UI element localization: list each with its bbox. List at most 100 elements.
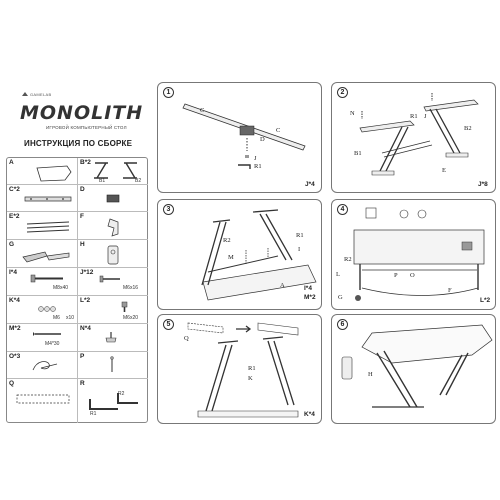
part-label: N*4 — [80, 325, 91, 332]
step-3-diagram — [201, 209, 317, 301]
part-label: M*2 — [9, 325, 21, 332]
part-m: M*2 M4*30 — [7, 324, 78, 352]
label-c-left: C — [200, 107, 205, 114]
label-k: K — [248, 375, 253, 382]
part-n: N*4 — [78, 324, 148, 352]
step-6-diagram — [341, 324, 493, 408]
part-p: P — [78, 352, 148, 379]
wood-screw-icon — [33, 332, 61, 336]
part-q: Q — [7, 379, 78, 423]
label-h: H — [368, 371, 373, 378]
step-4: 4 R2 L P O F G L*2 — [331, 199, 496, 310]
label-n: N — [350, 110, 355, 117]
step-6: 6 H — [331, 314, 496, 424]
part-c: C*2 — [7, 185, 78, 212]
hook-icon — [22, 251, 70, 263]
label-b1: B1 — [354, 150, 362, 157]
part-a: A — [7, 158, 78, 185]
part-l: L*2 M6x20 — [78, 296, 148, 324]
desktop-panel-icon — [36, 165, 72, 182]
tagline: ИГРОВОЙ КОМПЬЮТЕРНЫЙ СТОЛ — [46, 125, 127, 130]
bracket-icon — [106, 194, 120, 203]
label-d: D — [260, 136, 265, 143]
part-label: Q — [9, 380, 15, 387]
part-label: G — [9, 241, 15, 248]
step-3: 3 R2 M R1 I A I*4 M*2 — [157, 199, 322, 310]
cable-clip-icon — [107, 218, 119, 237]
part-j: J*12 M6x16 — [78, 268, 148, 296]
gamelab-logo-icon — [22, 92, 28, 96]
part-label: H — [80, 241, 85, 248]
label-r1: R1 — [254, 163, 262, 170]
step-5: 5 Q R1 K K*4 — [157, 314, 322, 424]
label-o: O — [410, 272, 415, 279]
label-a: A — [280, 282, 285, 289]
step-quantity: L*2 — [480, 297, 491, 304]
part-label: R — [80, 380, 85, 387]
rod-icon — [26, 221, 70, 233]
step-quantity: K*4 — [304, 411, 315, 418]
part-size: M6x16 — [123, 285, 139, 291]
part-label: F — [80, 213, 84, 220]
label-f: F — [448, 287, 452, 294]
document-title: ИНСТРУКЦИЯ ПО СБОРКЕ — [24, 139, 133, 148]
part-g: G — [7, 240, 78, 268]
step-quantity: J*4 — [305, 181, 315, 188]
part-k: K*4 M6 x10 — [7, 296, 78, 324]
washer-icon — [38, 306, 56, 312]
part-f: F — [78, 212, 148, 240]
crossbar-icon — [24, 196, 72, 202]
product-logo: MONOLITH — [20, 102, 144, 124]
cable-tray-icon — [16, 394, 70, 404]
part-label: P — [80, 353, 85, 360]
step-1-diagram — [182, 103, 306, 169]
header: GAMELAB MONOLITH ИГРОВОЙ КОМПЬЮТЕРНЫЙ СТ… — [6, 88, 154, 152]
part-e: E*2 — [7, 212, 78, 240]
part-size: M4*30 — [45, 341, 60, 347]
part-o: O*3 — [7, 352, 78, 379]
parts-list: A B*2 B1 B2 C*2 D E*2 F G H I*4 M8x40 J*… — [6, 157, 148, 423]
label-j: J — [254, 155, 257, 162]
part-label: A — [9, 159, 14, 166]
label-c-right: C — [276, 127, 281, 134]
hex-key-r1-label: R1 — [90, 411, 97, 417]
part-label: J*12 — [80, 269, 94, 276]
label-b2: B2 — [464, 125, 472, 132]
step-number: 4 — [337, 204, 348, 215]
hex-key-icon — [89, 393, 138, 410]
label-r2: R2 — [344, 256, 352, 263]
label-r1: R1 — [410, 113, 418, 120]
label-r2: R2 — [223, 237, 231, 244]
label-l: L — [336, 271, 340, 278]
screw-icon — [121, 301, 128, 312]
step-quantity: J*8 — [478, 181, 488, 188]
step-quantity-1: I*4 — [304, 285, 312, 292]
label-r1: R1 — [296, 232, 304, 239]
label-q: Q — [184, 335, 189, 342]
part-d: D — [78, 185, 148, 212]
label-r1: R1 — [248, 365, 256, 372]
part-size: M6 — [53, 315, 60, 321]
label-p: P — [394, 272, 398, 279]
part-label: I*4 — [9, 269, 17, 276]
part-i: I*4 M8x40 — [7, 268, 78, 296]
step-quantity-2: M*2 — [304, 294, 316, 301]
foot-pad-icon — [105, 332, 117, 343]
step-2-diagram — [359, 93, 479, 176]
bolt-icon — [30, 274, 63, 283]
label-g: G — [338, 294, 343, 301]
part-label: O*3 — [9, 353, 21, 360]
part-label: K*4 — [9, 297, 20, 304]
label-m: M — [228, 254, 234, 261]
hex-key-r2-label: R2 — [118, 391, 125, 397]
cup-holder-icon — [107, 245, 119, 265]
part-label: C*2 — [9, 186, 20, 193]
step-number: 5 — [163, 319, 174, 330]
part-size: M6x20 — [123, 315, 139, 321]
part-sub-b2: B2 — [135, 178, 142, 184]
brand-row: GAMELAB — [22, 92, 51, 97]
cable-tie-icon — [32, 361, 58, 371]
part-label: L*2 — [80, 297, 91, 304]
step-4-diagram — [353, 207, 485, 301]
part-label: D — [80, 186, 85, 193]
